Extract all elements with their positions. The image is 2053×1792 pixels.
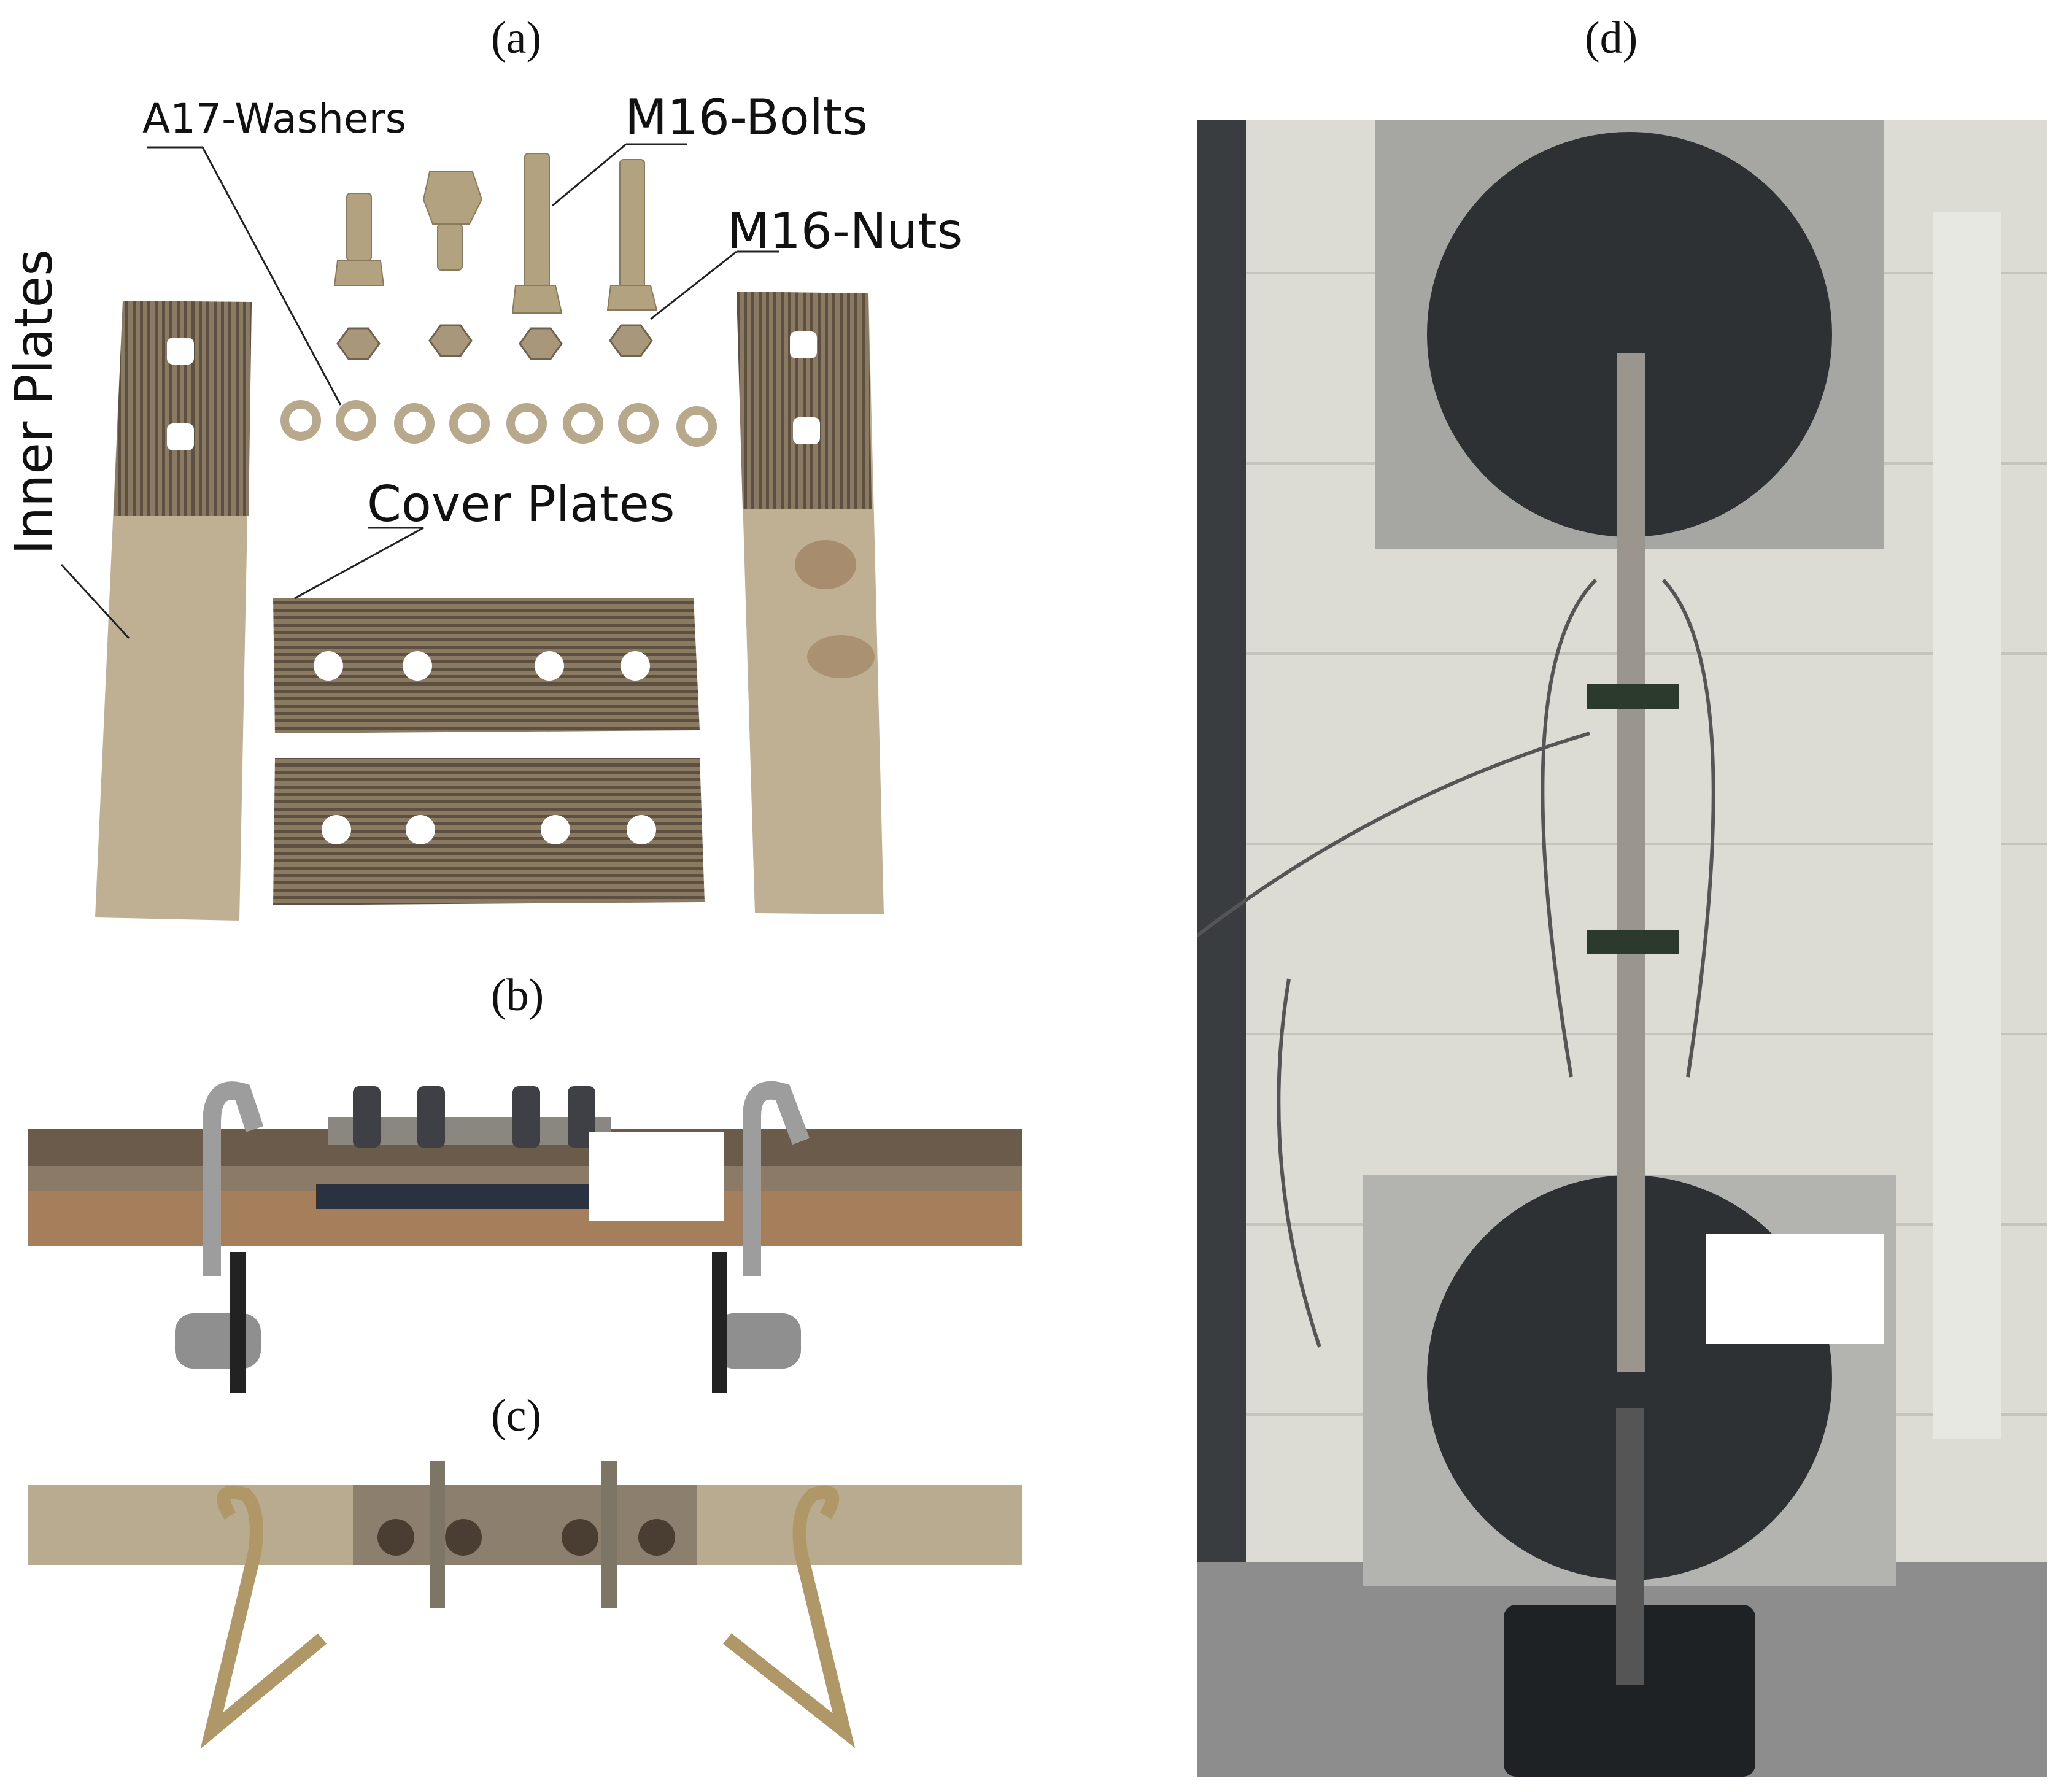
testing-machine-illustration xyxy=(1197,120,2047,1777)
redaction-box xyxy=(589,1132,724,1221)
nuts xyxy=(336,324,653,360)
washers xyxy=(280,400,717,447)
inner-plate-left xyxy=(95,301,252,921)
leader-lines xyxy=(60,143,779,639)
bolts xyxy=(333,153,658,314)
panel-label-c: (c) xyxy=(491,1391,542,1441)
redaction-box-right xyxy=(1706,1234,1884,1344)
top-view-illustration xyxy=(28,1461,1022,1749)
panel-c-photo xyxy=(28,1461,1022,1786)
components-illustration xyxy=(60,143,884,921)
panel-label-a: (a) xyxy=(491,13,542,63)
panel-d-photo xyxy=(1197,120,2047,1777)
label-nuts: M16-Nuts xyxy=(727,203,963,260)
panel-label-d: (d) xyxy=(1585,13,1638,63)
cover-plate-bottom xyxy=(273,758,705,905)
inner-plate-right xyxy=(737,292,884,914)
panel-a-photo xyxy=(0,86,1019,945)
panel-b-photo xyxy=(28,1068,1022,1393)
panel-label-b: (b) xyxy=(491,970,544,1021)
label-inner-plates: Inner Plates xyxy=(4,249,64,555)
label-bolts: M16-Bolts xyxy=(625,89,868,146)
label-cover-plates: Cover Plates xyxy=(367,476,675,533)
label-washers: A17-Washers xyxy=(142,95,407,142)
side-view-illustration xyxy=(28,1081,1022,1393)
cover-plate-top xyxy=(273,598,700,733)
